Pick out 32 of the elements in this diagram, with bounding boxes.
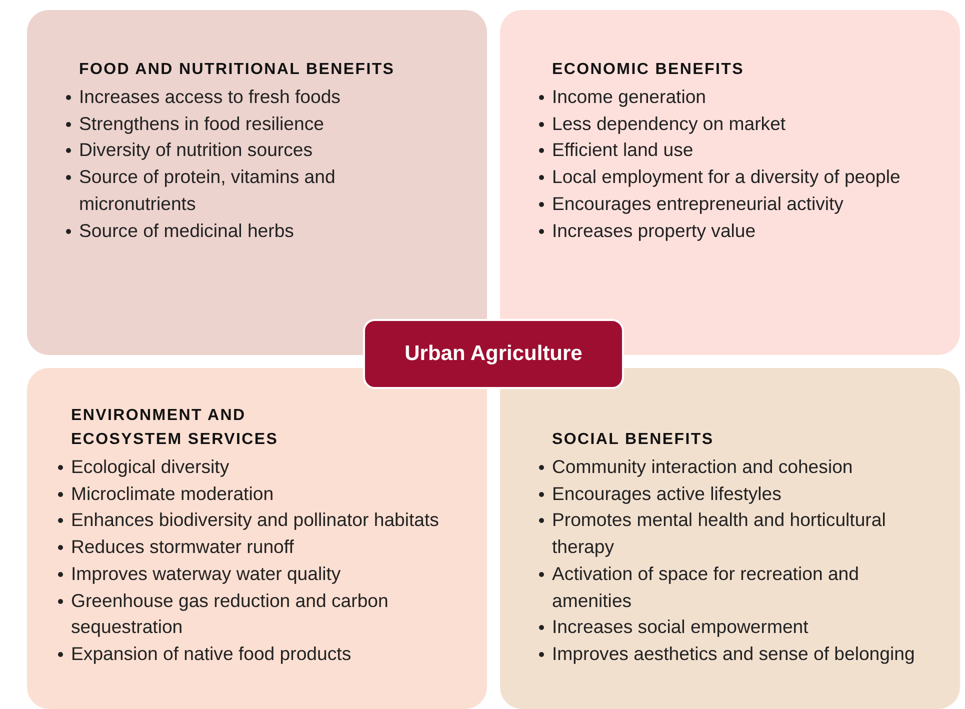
bullet-item: Increases access to fresh foods [79,85,340,109]
bullet-item: Increases property value [552,218,756,243]
bullet-item: Local employment for a diversity of people [552,165,900,190]
benefit-panel [27,368,487,709]
bullet-item: Expansion of native food products [71,642,352,666]
bullet-item: Community interaction and cohesion [552,455,853,479]
bullet-item: Source of medicinal herbs [79,218,294,243]
bullet-item: Microclimate moderation [71,482,274,506]
bullet-item: Efficient land use [552,138,694,162]
bullet-item: Enhances biodiversity and pollinator habitats [71,508,439,532]
bullet-item: Promotes mental health and horticultural therapy [552,508,887,560]
bullet-item: Source of protein, vitamins and micronutrients [79,165,336,216]
panel-heading: ECONOMIC BENEFITS [552,60,745,80]
bullet-item: Ecological diversity [71,455,230,479]
bullet-item: Improves aesthetics and sense of belonging [552,642,915,666]
bullet-item: Greenhouse gas reduction and carbon sequestration [71,588,390,640]
bullet-item: Encourages active lifestyles [552,482,782,506]
title-text: Urban Agriculture [404,342,582,366]
bullet-item: Diversity of nutrition sources [79,138,313,162]
bullet-item: Income generation [552,85,706,109]
panel-heading: SOCIAL BENEFITS [552,430,715,450]
bullet-item: Encourages entrepreneurial activity [552,192,844,216]
bullet-item: Reduces stormwater runoff [71,535,294,560]
bullet-item: Increases social empowerment [552,615,808,640]
panel-heading: ENVIRONMENT AND ECOSYSTEM SERVICES [71,406,280,450]
panel-heading: FOOD AND NUTRITIONAL BENEFITS [79,60,396,80]
bullet-item: Improves waterway water quality [71,562,341,586]
benefit-panel [500,368,960,709]
title-box [363,319,624,389]
bullet-item: Strengthens in food resilience [79,112,324,136]
bullet-item: Less dependency on market [552,112,786,136]
bullet-item: Activation of space for recreation and amenities [552,562,860,613]
